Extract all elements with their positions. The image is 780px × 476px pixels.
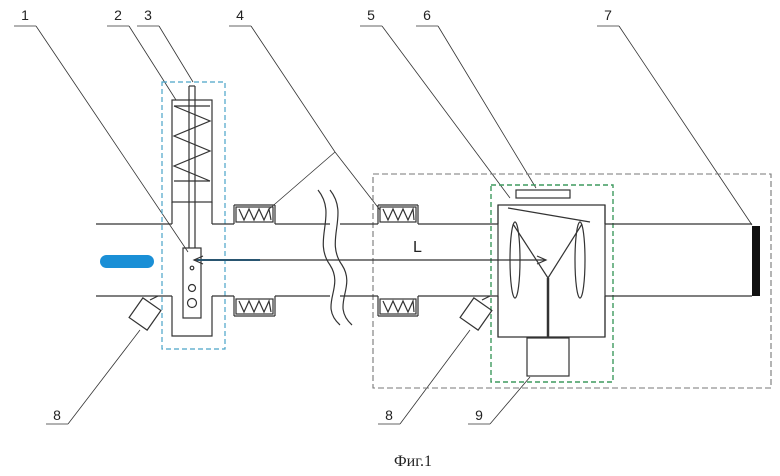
label-1: 1 — [21, 7, 29, 23]
coil-left-bottom — [236, 299, 273, 314]
label-7: 7 — [604, 7, 612, 23]
pressure-gauge-left — [129, 296, 161, 330]
label-4: 4 — [236, 7, 244, 23]
leader-8-right — [400, 330, 470, 424]
leader-4 — [251, 26, 335, 152]
leader-2 — [129, 26, 176, 100]
label-3: 3 — [144, 7, 152, 23]
coil-left-top — [236, 207, 273, 222]
target-7 — [752, 226, 760, 296]
top-window-6 — [516, 190, 570, 198]
label-8-left: 8 — [53, 407, 61, 423]
label-8-right: 8 — [385, 407, 393, 423]
distance-l-label: L — [413, 239, 422, 256]
label-6: 6 — [423, 7, 431, 23]
ion-source-assembly — [172, 86, 212, 336]
detector-9 — [527, 338, 569, 376]
leader-9 — [490, 377, 530, 424]
label-5: 5 — [367, 7, 375, 23]
pressure-gauge-right — [460, 296, 492, 330]
tube-break-lines — [318, 190, 352, 325]
leader-1 — [36, 26, 188, 252]
optical-chamber — [498, 205, 605, 338]
leader-3 — [159, 26, 193, 82]
leader-lines — [36, 26, 752, 424]
coil-right-top — [380, 207, 416, 222]
label-2: 2 — [114, 7, 122, 23]
label-9: 9 — [475, 407, 483, 423]
distance-l-arrow — [194, 256, 546, 264]
coil-right-bottom — [380, 299, 416, 314]
leader-4-branch-a — [268, 152, 335, 210]
leader-7 — [619, 26, 752, 225]
measurement-region-gray-dashed — [373, 174, 771, 388]
leader-6 — [438, 26, 536, 188]
leader-5 — [382, 26, 510, 198]
leader-8-left — [68, 330, 140, 424]
figure-caption: Фиг.1 — [394, 453, 432, 470]
ion-bunch — [100, 255, 154, 268]
